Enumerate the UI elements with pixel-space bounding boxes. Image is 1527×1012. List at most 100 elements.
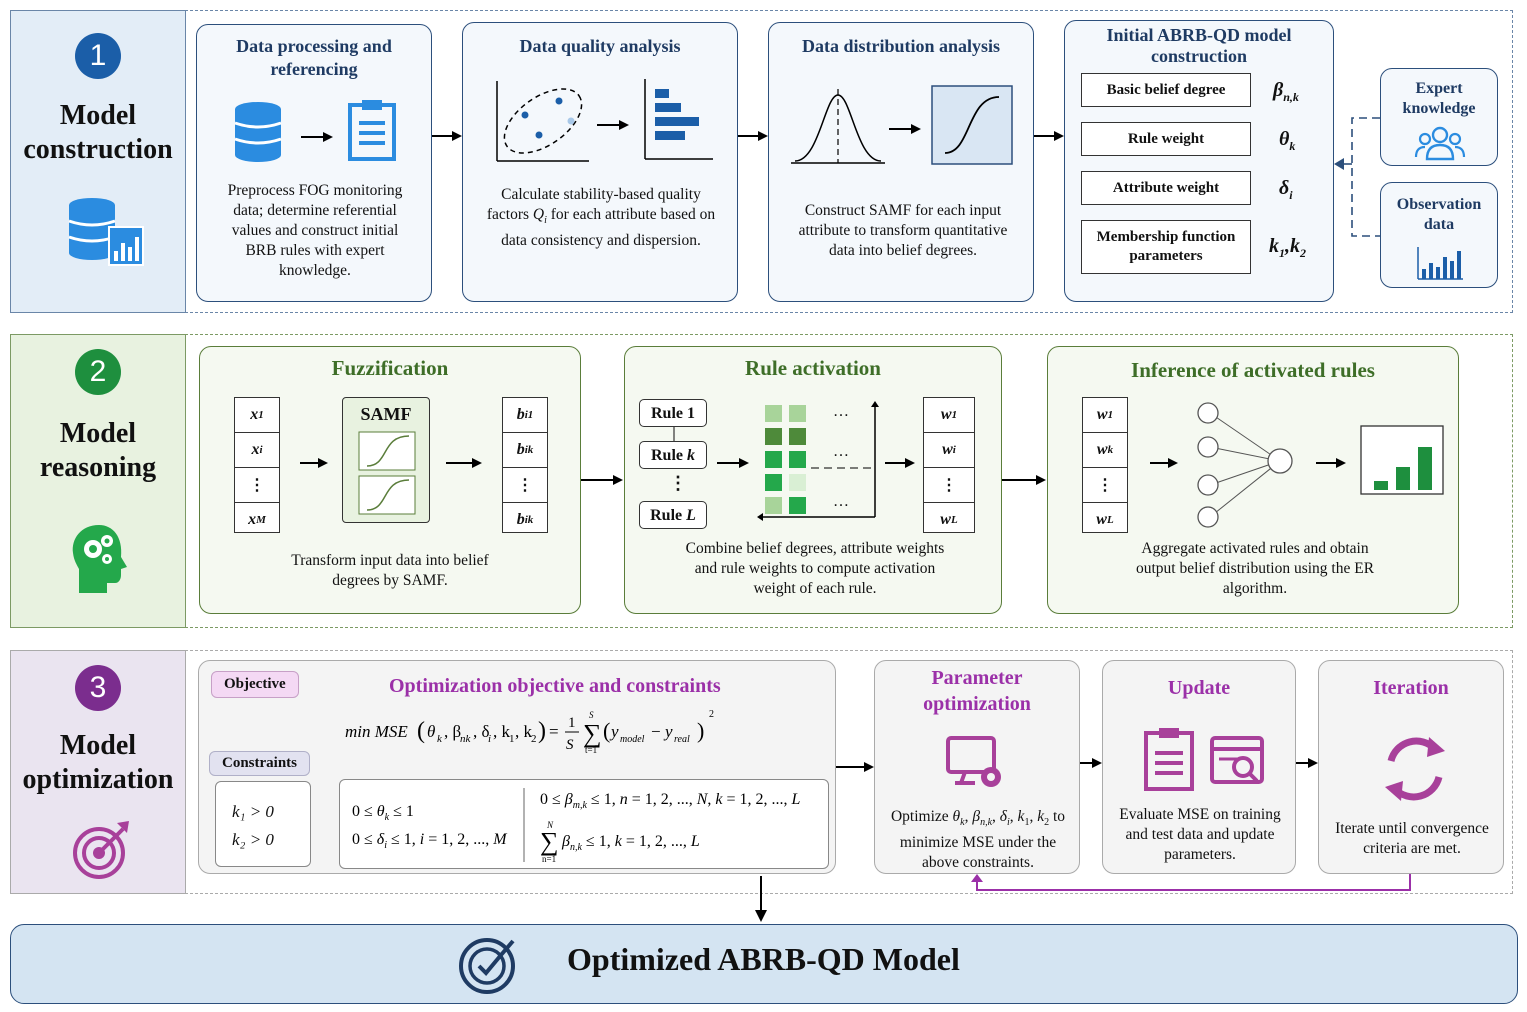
matrix-dots-1: … [833, 403, 849, 420]
k1-constraint: k₁ > 0 [232, 802, 274, 821]
rule-ellipsis: ⋮ [669, 473, 687, 493]
arrow-icon [885, 458, 915, 468]
final-model-box: Optimized ABRB-QD Model [10, 924, 1518, 1004]
input-ellipsis: ⋮ [235, 468, 279, 503]
data-processing-title: Data processing and referencing [236, 36, 392, 79]
observation-data-label: Observation data [1396, 196, 1482, 233]
svg-text:∑: ∑ [540, 827, 559, 856]
svg-text:, k: , k [493, 722, 511, 741]
symbol-theta: θk [1279, 128, 1296, 153]
constraint-formulas: 0 ≤ θk ≤ 1 0 ≤ δi ≤ 1, i = 1, 2, ..., M … [352, 788, 801, 864]
arrow-obj-param [836, 762, 874, 772]
section-number-2: 2 [75, 349, 121, 395]
rule-activation-title: Rule activation [745, 356, 881, 380]
svg-text:): ) [538, 718, 546, 744]
arrow-param-update [1080, 758, 1102, 768]
svg-text:βn,k ≤ 1, k = 1, 2, ..., L: βn,k ≤ 1, k = 1, 2, ..., L [561, 833, 700, 853]
svg-text:1: 1 [509, 733, 515, 745]
arrow-c1-c2 [432, 131, 462, 141]
rule-k-box: Rule k [639, 441, 707, 469]
svg-text:min MSE: min MSE [345, 722, 408, 741]
parameter-constraints: 0 ≤ θk ≤ 1 0 ≤ δi ≤ 1, i = 1, 2, ..., M … [339, 779, 829, 869]
arrow-to-final [755, 876, 767, 922]
svg-text:, β: , β [444, 722, 461, 741]
arrow-icon [889, 124, 921, 134]
parameter-optimization-text: Optimize θk, βn,k, δi, k1, k2 to minimiz… [890, 808, 1066, 872]
iteration-card: Iteration Iterate until convergence crit… [1318, 660, 1504, 874]
svg-text:): ) [697, 718, 704, 743]
svg-text:θ: θ [427, 722, 435, 741]
arrow-icon [301, 132, 333, 142]
database-icon [234, 102, 282, 162]
refresh-icon [1385, 737, 1445, 801]
section-number-1: 1 [75, 33, 121, 79]
rule-1-box: Rule 1 [639, 399, 707, 427]
svg-text:y: y [663, 722, 673, 741]
param-rule-weight: Rule weight [1081, 122, 1251, 156]
rule-activation-text: Combine belief degrees, attribute weight… [685, 540, 945, 597]
iteration-text: Iterate until convergence criteria are m… [1335, 820, 1489, 857]
svg-text:, k: , k [515, 722, 533, 741]
svg-text:N: N [546, 820, 554, 830]
data-quality-title: Data quality analysis [519, 36, 681, 56]
final-model-title: Optimized ABRB-QD Model [567, 941, 960, 977]
update-title: Update [1167, 677, 1231, 699]
mse-formula: min MSE ( θ k , β nk , δ i , k 1 , k 2 )… [345, 709, 714, 755]
initial-model-card: Initial ABRB-QD model construction Basic… [1064, 20, 1334, 302]
fuzzification-text: Transform input data into belief degrees… [291, 552, 489, 589]
svg-text:0 ≤ δi ≤ 1, i = 1, 2, ..., M: 0 ≤ δi ≤ 1, i = 1, 2, ..., M [352, 831, 508, 851]
head-gears-icon [72, 525, 127, 593]
update-text: Evaluate MSE on training and test data a… [1119, 806, 1281, 863]
arrow-icon [1150, 458, 1178, 468]
samf-curves-icon [358, 431, 416, 515]
objective-card: Objective Optimization objective and con… [198, 660, 836, 874]
data-distribution-text: Construct SAMF for each input attribute … [798, 202, 1008, 259]
svg-text:y: y [609, 722, 619, 741]
arrow-fuzz-rule [581, 475, 623, 485]
svg-text:nk: nk [460, 733, 472, 745]
output-distribution-icon [1360, 425, 1444, 495]
scatter-plot-icon [496, 81, 589, 162]
arrow-rule-infer [1002, 475, 1046, 485]
param-attribute-weight: Attribute weight [1081, 171, 1251, 205]
arrow-c3-c4 [1034, 131, 1064, 141]
param-membership: Membership function parameters [1081, 220, 1251, 274]
svg-text:i: i [488, 733, 491, 745]
arrow-update-iteration [1296, 758, 1318, 768]
arrow-icon [597, 120, 629, 130]
monitor-gear-icon [946, 736, 1001, 787]
clipboard-icon [348, 100, 396, 161]
data-quality-text: Calculate stability-based quality factor… [486, 186, 716, 250]
svg-text:model: model [620, 734, 645, 745]
search-document-icon [1210, 736, 1264, 784]
users-icon [1414, 126, 1466, 161]
observation-data-card: Observation data [1380, 182, 1498, 288]
param-basic-belief: Basic belief degree [1081, 73, 1251, 107]
symbol-beta: βn,k [1273, 79, 1299, 104]
data-distribution-card: Data distribution analysis Construct SAM… [768, 22, 1034, 302]
database-chart-icon [68, 198, 144, 266]
k-constraints: k₁ > 0 k₂ > 0 [215, 781, 311, 867]
bar-chart-icon [644, 79, 713, 160]
data-distribution-title: Data distribution analysis [801, 36, 1001, 56]
target-check-icon [459, 938, 515, 994]
matrix-dots-2: … [833, 443, 849, 460]
rule-connector [673, 427, 675, 441]
svg-text:(: ( [417, 718, 425, 744]
data-quality-card: Data quality analysis Calculate stabilit… [462, 22, 738, 302]
svg-text:2: 2 [531, 733, 537, 745]
samf-box: SAMF [342, 397, 430, 523]
